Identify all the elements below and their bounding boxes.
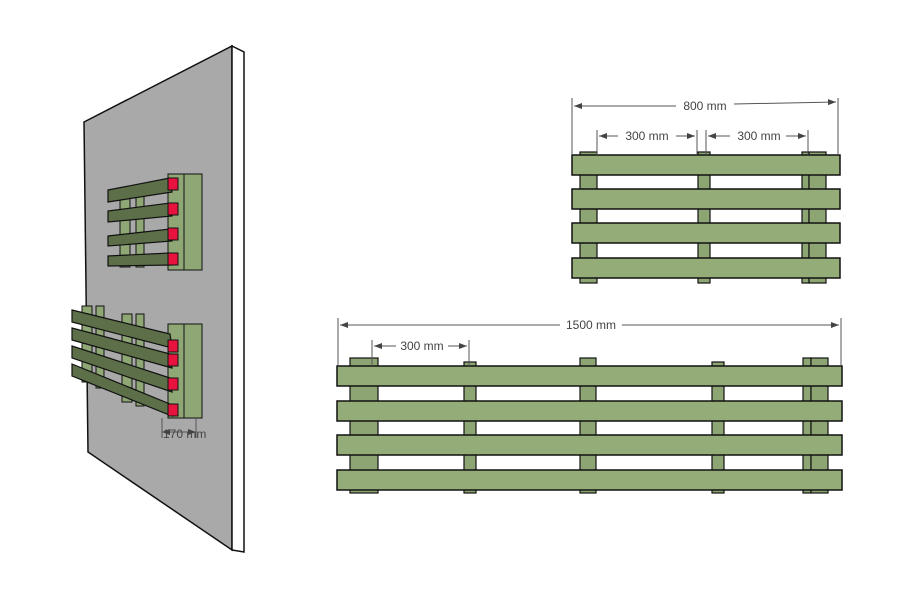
small-rack-front-view: 800 mm 300 mm 300 mm: [571, 98, 841, 284]
wall-panel: [83, 44, 233, 552]
wall-edge: [231, 44, 245, 553]
lower-rack-3d: 170 mm: [71, 305, 206, 441]
wall-perspective-view: 170 mm: [71, 44, 245, 553]
wall-offset-dimension: 170 mm: [163, 427, 206, 441]
small-span-right-dimension: 300 mm: [737, 129, 780, 143]
small-total-dimension: 800 mm: [683, 99, 726, 113]
large-total-dimension: 1500 mm: [566, 318, 616, 332]
large-rack-front-view: 1500 mm 300 mm: [336, 318, 843, 494]
small-span-left-dimension: 300 mm: [625, 129, 668, 143]
large-span-dimension: 300 mm: [400, 339, 443, 353]
upper-rack-3d: [107, 173, 203, 271]
